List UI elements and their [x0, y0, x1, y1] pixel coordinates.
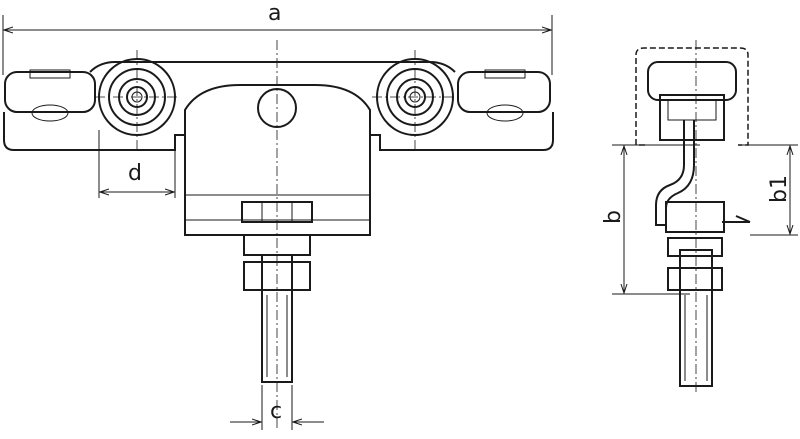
- dimension-b-label: b: [601, 210, 626, 224]
- rail-profile-dashed: [635, 47, 749, 146]
- guide-roller-left: [4, 69, 96, 122]
- carriage-body: [3, 61, 554, 236]
- dimension-d-label: d: [128, 161, 142, 186]
- hook-bolt: [655, 120, 695, 226]
- dimension-b1: [740, 144, 798, 236]
- dimension-a-label: a: [268, 1, 281, 26]
- hex-bolt-side: [665, 201, 751, 291]
- side-roller-block: [647, 61, 737, 141]
- dimension-c-label: c: [270, 399, 282, 424]
- dimension-c: [230, 385, 324, 430]
- dimension-d: [98, 130, 176, 198]
- dimension-b: [612, 144, 700, 295]
- threaded-rod-front: [261, 254, 293, 383]
- guide-roller-right: [457, 69, 551, 122]
- dimension-a: [2, 15, 553, 75]
- dimension-b1-label: b1: [767, 175, 792, 203]
